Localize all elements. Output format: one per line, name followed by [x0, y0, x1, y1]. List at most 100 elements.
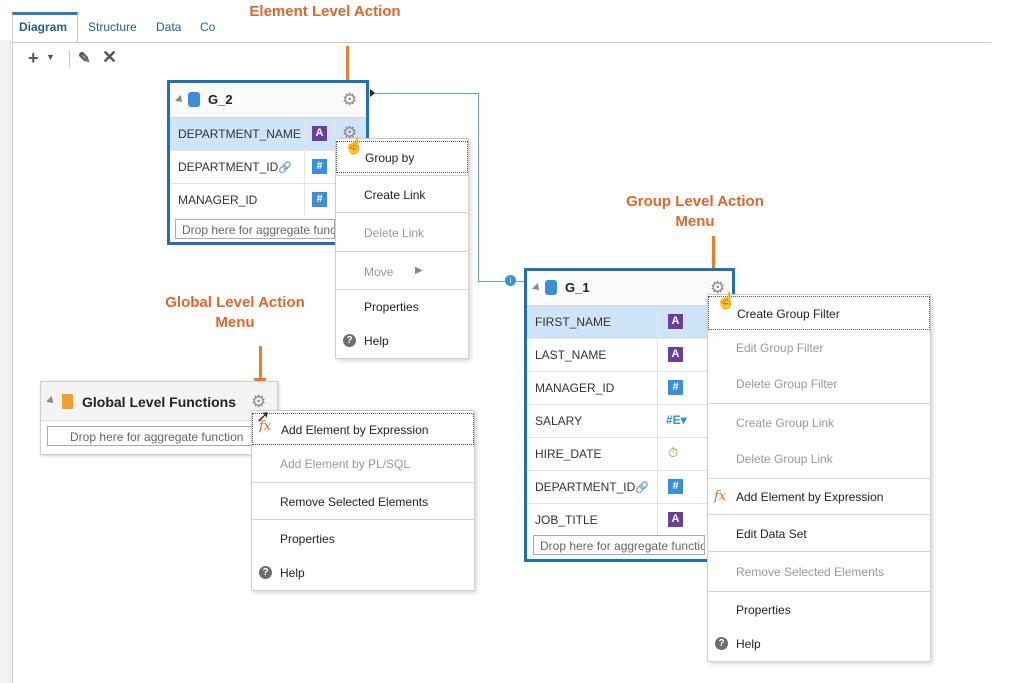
element-name: MANAGER_ID — [535, 381, 615, 395]
menu-item-delete-group-filter[interactable]: Delete Group Filter — [708, 371, 930, 397]
menu-item-label: Add Element by PL/SQL — [280, 457, 411, 471]
table-row[interactable]: JOB_TITLE A — [527, 504, 732, 536]
table-row[interactable]: HIRE_DATE ⏱ — [527, 438, 732, 471]
menu-item-label: Help — [364, 334, 389, 348]
element-name: LAST_NAME — [535, 348, 607, 362]
left-collapse-strip[interactable] — [0, 40, 11, 683]
aggregate-drop-zone[interactable]: Drop here for aggregate function — [175, 219, 335, 239]
number-type-icon: # — [668, 479, 683, 494]
type-cell: A — [657, 504, 708, 536]
menu-separator — [336, 289, 468, 290]
table-row[interactable]: FIRST_NAME A — [527, 306, 732, 339]
menu-separator — [336, 251, 468, 252]
menu-item-delete-link[interactable]: Delete Link — [336, 220, 468, 246]
menu-item-properties[interactable]: Properties — [252, 526, 474, 552]
chevron-down-icon[interactable]: ▼ — [46, 52, 55, 62]
link-arrow-icon — [370, 89, 375, 97]
menu-item-edit-data-set[interactable]: Edit Data Set — [708, 521, 930, 547]
tab-data[interactable]: Data — [156, 20, 182, 34]
table-row[interactable]: DEPARTMENT_ID🔗 # — [170, 151, 366, 184]
element-name-with-link: DEPARTMENT_ID🔗 — [535, 480, 649, 494]
text-type-icon: A — [668, 314, 683, 329]
element-callout: Element Level Action — [249, 3, 401, 20]
menu-item-label: Group by — [365, 151, 415, 165]
menu-item-remove-selected[interactable]: Remove Selected Elements — [252, 489, 474, 515]
collapse-triangle-icon[interactable] — [532, 283, 542, 293]
tab-code[interactable]: Co — [200, 20, 216, 34]
element-name: JOB_TITLE — [535, 513, 598, 527]
group-g1[interactable]: G_1 ⚙ FIRST_NAME A LAST_NAME A MANAGER_I… — [524, 268, 735, 562]
gear-icon[interactable]: ⚙ — [710, 278, 726, 297]
collapse-triangle-icon[interactable] — [46, 396, 56, 406]
database-icon — [188, 92, 200, 107]
table-row[interactable]: MANAGER_ID # — [527, 372, 732, 405]
hand-cursor-icon: ☝ — [344, 138, 364, 155]
active-tab-background — [12, 12, 78, 42]
type-cell: A — [657, 306, 708, 338]
menu-item-create-group-filter[interactable]: Create Group Filter — [708, 296, 930, 330]
group-arrow — [712, 236, 715, 284]
menu-item-label: Add Element by Expression — [281, 423, 429, 437]
number-expression-icon[interactable]: #E▾ — [666, 413, 687, 427]
table-row[interactable]: DEPARTMENT_NAME A ⚙ — [170, 118, 366, 151]
menu-item-delete-group-link[interactable]: Delete Group Link — [708, 446, 930, 472]
table-row[interactable]: DEPARTMENT_ID🔗 # — [527, 471, 732, 504]
menu-item-label: Create Group Link — [736, 416, 835, 430]
aggregate-drop-zone[interactable]: Drop here for aggregate function — [533, 535, 705, 555]
global-arrow — [259, 346, 262, 380]
menu-item-label: Remove Selected Elements — [280, 495, 429, 509]
menu-item-help[interactable]: ?Help — [252, 560, 474, 586]
global-callout-line2: Menu — [215, 314, 255, 331]
global-functions-panel[interactable]: Global Level Functions ⚙ Drop here for a… — [40, 381, 278, 455]
group-link-line-end — [478, 281, 524, 282]
menu-item-help[interactable]: ?Help — [708, 631, 930, 657]
pencil-icon[interactable]: ✎ — [78, 50, 91, 67]
global-callout: Global Level Action Menu — [140, 293, 330, 333]
table-row[interactable]: SALARY #E▾ — [527, 405, 732, 438]
link-info-icon[interactable]: i — [505, 275, 516, 286]
element-name: SALARY — [535, 414, 583, 428]
menu-item-label: Properties — [280, 532, 335, 546]
menu-item-create-link[interactable]: Create Link — [336, 182, 468, 208]
table-row[interactable]: LAST_NAME A — [527, 339, 732, 372]
group-g1-header: G_1 ⚙ — [527, 271, 732, 306]
menu-item-remove-selected[interactable]: Remove Selected Elements — [708, 559, 930, 585]
tab-structure[interactable]: Structure — [88, 20, 137, 34]
group-action-menu: Create Group Filter Edit Group Filter De… — [707, 294, 931, 662]
link-icon: 🔗 — [635, 482, 649, 494]
type-cell: # — [304, 184, 335, 216]
menu-item-properties[interactable]: Properties — [708, 597, 930, 623]
group-g2[interactable]: G_2 ⚙ DEPARTMENT_NAME A ⚙ DEPARTMENT_ID🔗… — [167, 80, 369, 245]
delete-x-icon[interactable]: ✕ — [102, 47, 118, 67]
function-icon: fx — [714, 489, 727, 504]
gear-icon[interactable]: ⚙ — [342, 90, 358, 109]
global-functions-title: Global Level Functions — [82, 394, 237, 410]
tab-diagram[interactable]: Diagram — [19, 20, 68, 34]
group-link-line — [372, 93, 478, 94]
menu-separator — [708, 591, 930, 592]
hand-cursor-icon: ☝ — [716, 293, 736, 310]
element-name: FIRST_NAME — [535, 315, 612, 329]
menu-item-create-group-link[interactable]: Create Group Link — [708, 410, 930, 436]
menu-item-group-by[interactable]: Group by — [336, 141, 468, 173]
pointer-cursor-icon: ➚ — [256, 407, 271, 426]
menu-item-label: Delete Link — [364, 226, 425, 240]
menu-item-help[interactable]: ?Help — [336, 328, 468, 354]
menu-item-label: Move — [364, 265, 394, 279]
menu-item-move[interactable]: Move▶ — [336, 259, 468, 285]
menu-item-add-element-plsql[interactable]: Add Element by PL/SQL — [252, 451, 474, 477]
menu-item-label: Delete Group Link — [736, 452, 833, 466]
table-row[interactable]: MANAGER_ID # — [170, 184, 366, 216]
menu-item-properties[interactable]: Properties — [336, 294, 468, 320]
menu-separator — [252, 519, 474, 520]
text-type-icon: A — [668, 347, 683, 362]
aggregate-drop-zone[interactable]: Drop here for aggregate function — [47, 426, 253, 446]
gear-icon[interactable]: ⚙ — [251, 392, 267, 411]
add-icon[interactable]: + — [28, 48, 39, 68]
group-g1-title: G_1 — [565, 280, 590, 295]
element-gear-icon[interactable]: ⚙ — [342, 123, 358, 142]
menu-item-edit-group-filter[interactable]: Edit Group Filter — [708, 335, 930, 361]
collapse-triangle-icon[interactable] — [175, 95, 185, 105]
